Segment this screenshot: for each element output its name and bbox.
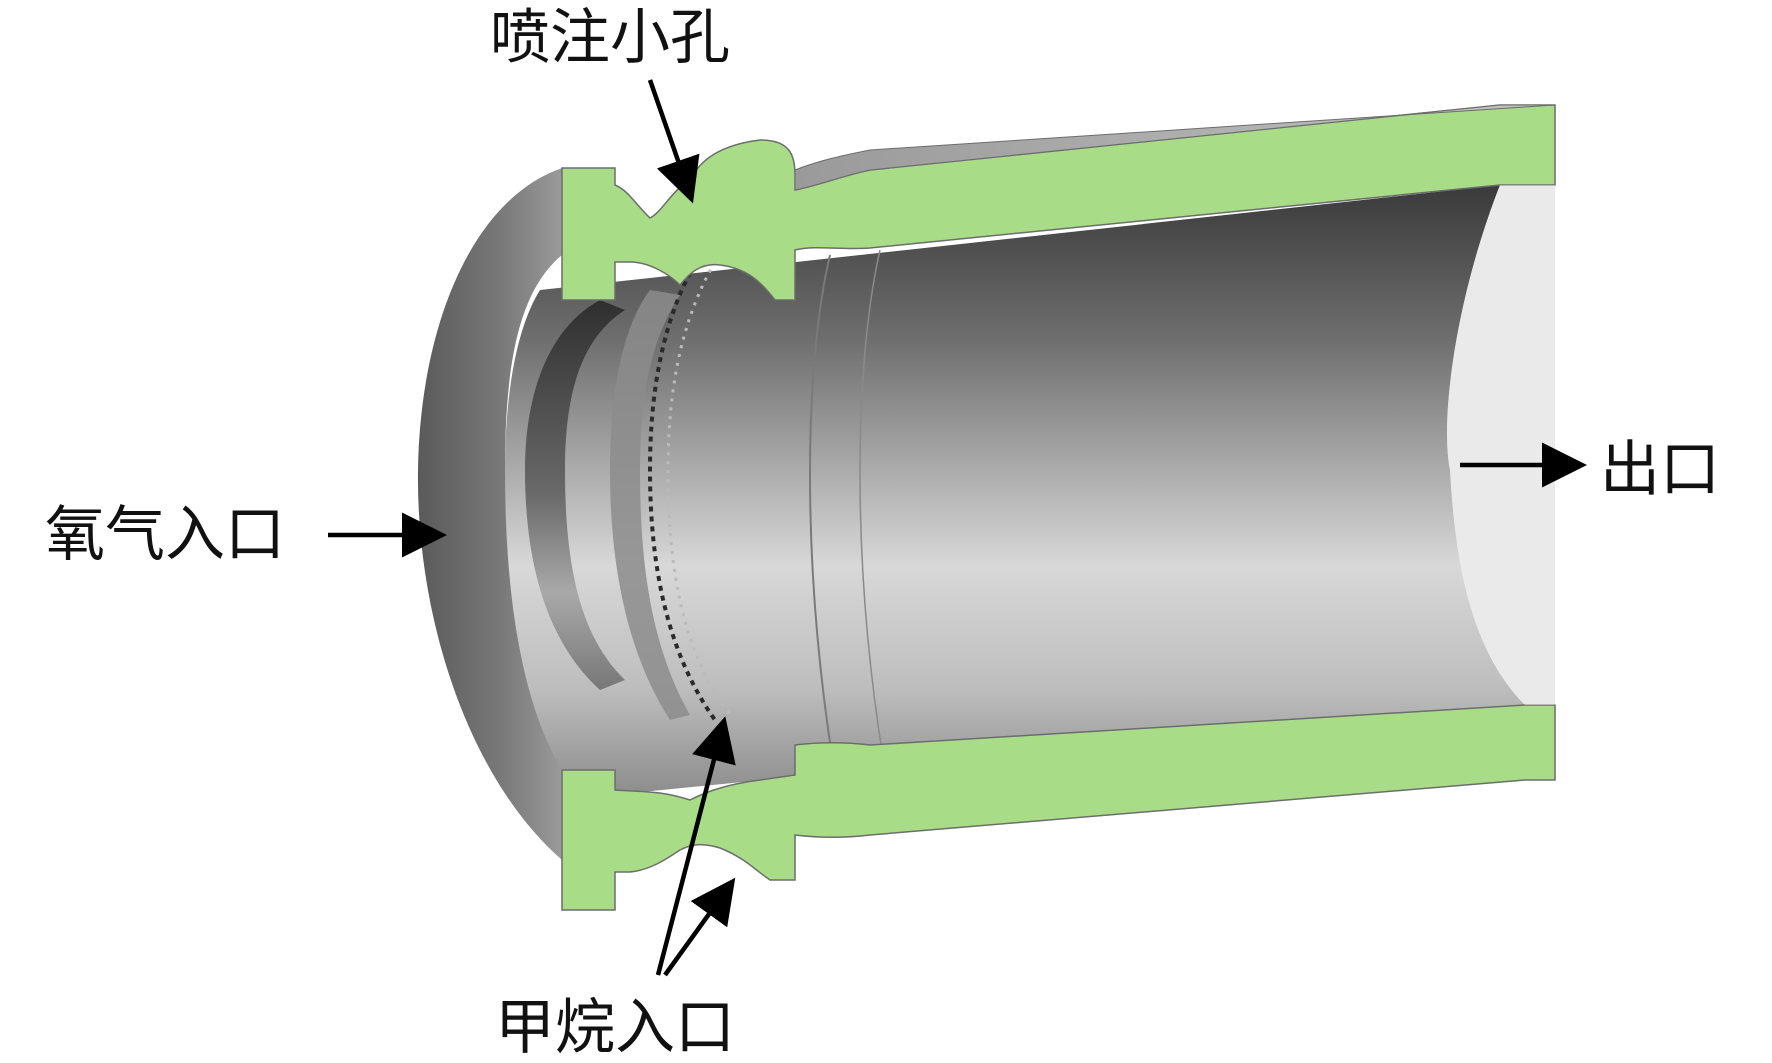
arrow-injection-holes bbox=[647, 79, 700, 204]
flange-inner-ring bbox=[525, 300, 625, 690]
tube-top-surface bbox=[794, 104, 1556, 191]
injection-holes-ring-inner bbox=[666, 261, 732, 716]
outlet-end-face bbox=[1447, 185, 1555, 705]
bore-seam-1 bbox=[809, 254, 836, 776]
label-methane-inlet: 甲烷入口 bbox=[495, 993, 735, 1063]
bore-seam-2 bbox=[859, 249, 886, 771]
label-outlet: 出口 bbox=[1600, 435, 1720, 505]
flange-outer-face bbox=[417, 168, 562, 860]
label-injection-holes: 喷注小孔 bbox=[490, 3, 730, 73]
label-oxygen-inlet: 氧气入口 bbox=[45, 500, 285, 570]
bore-interior bbox=[504, 185, 1525, 800]
injection-holes-ring bbox=[647, 253, 717, 722]
inner-step-ring bbox=[610, 290, 690, 720]
arrow-methane-inlet-1 bbox=[655, 716, 736, 976]
arrow-methane-inlet-2 bbox=[663, 877, 736, 977]
section-bottom bbox=[561, 704, 1556, 911]
